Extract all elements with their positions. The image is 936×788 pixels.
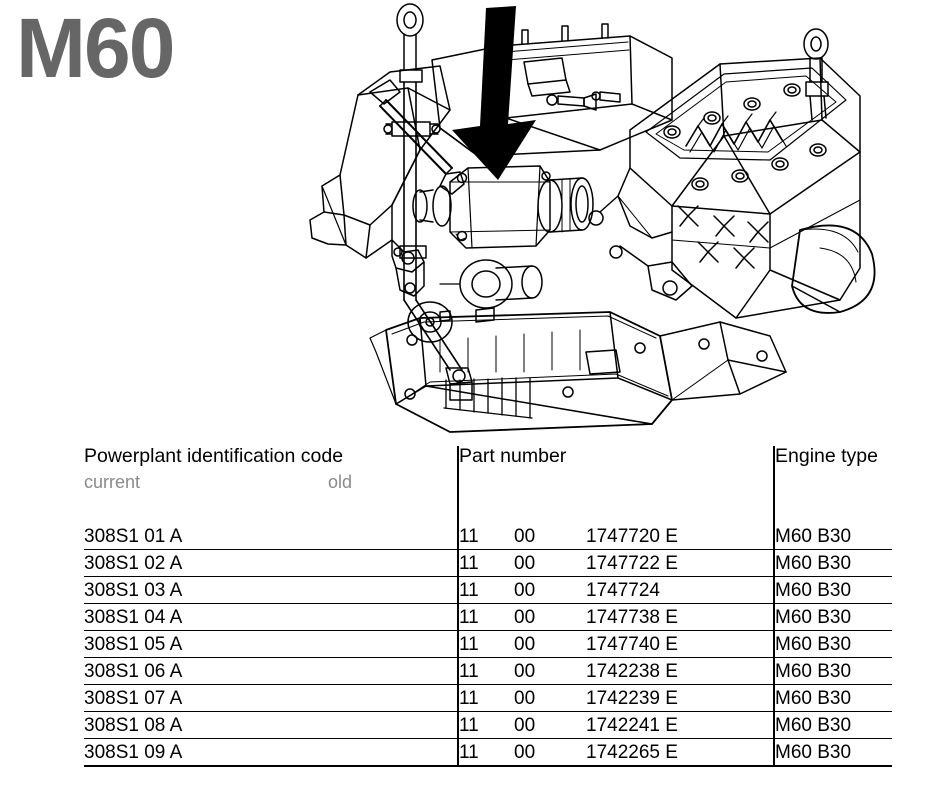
cell-part-number-detail: 1742265 E [586,738,774,768]
cell-engine-type: M60 B30 [773,684,892,713]
cell-powerplant-code: 308S1 09 A [84,738,458,768]
header-part-number: Part number [457,445,774,468]
cell-engine-type: M60 B30 [773,576,892,605]
cell-part-number-detail: 1747740 E [586,630,774,659]
cell-part-number-group: 11 [457,657,514,686]
engine-line-drawing-svg [309,3,876,433]
cell-part-number-subgroup: 00 [514,738,586,768]
cell-powerplant-code: 308S1 06 A [84,657,458,686]
cell-engine-type: M60 B30 [773,711,892,740]
cell-powerplant-code: 308S1 07 A [84,684,458,713]
cell-part-number-detail: 1742241 E [586,711,774,740]
cell-part-number-subgroup: 00 [514,684,586,713]
cell-part-number-detail: 1747722 E [586,549,774,578]
spacer-part [457,493,774,524]
cell-part-number-detail: 1747738 E [586,603,774,632]
spec-table-element: Powerplant identification code Part numb… [84,445,892,768]
cell-part-number-detail: 1742238 E [586,657,774,686]
cell-part-number-group: 11 [457,630,514,659]
cell-part-number-group: 11 [457,523,514,551]
cell-engine-type: M60 B30 [773,549,892,578]
cell-part-number-subgroup: 00 [514,630,586,659]
spacer-code [84,493,458,523]
cell-part-number-group: 11 [457,711,514,740]
header-spacer-row [84,493,892,524]
header-engine-type: Engine type [773,445,892,468]
cell-engine-type: M60 B30 [773,657,892,686]
cell-powerplant-code: 308S1 03 A [84,576,458,605]
header-powerplant-code: Powerplant identification code [84,445,344,467]
header-row-main: Powerplant identification code Part numb… [84,445,892,468]
cell-engine-type: M60 B30 [773,523,892,551]
cell-powerplant-code: 308S1 08 A [84,711,458,740]
cell-part-number-subgroup: 00 [514,711,586,740]
cell-part-number-detail: 1742239 E [586,684,774,713]
cell-part-number-group: 11 [457,684,514,713]
annotation-arrow-icon [452,6,536,180]
cell-powerplant-code: 308S1 04 A [84,603,458,632]
header-sub-current: current [84,472,141,493]
cell-powerplant-code: 308S1 02 A [84,549,458,578]
engine-illustration [300,0,900,440]
cell-engine-type: M60 B30 [773,738,892,768]
header-subrow-code-cell: current old [84,467,458,493]
cell-part-number-subgroup: 00 [514,603,586,632]
table-header: Powerplant identification code Part numb… [84,445,892,524]
header-row-sub: current old [84,467,892,494]
spacer-engine [773,493,892,524]
cell-part-number-group: 11 [457,549,514,578]
header-subrow-engine-cell [773,467,892,494]
cell-part-number-group: 11 [457,603,514,632]
cell-part-number-subgroup: 00 [514,576,586,605]
cell-part-number-group: 11 [457,576,514,605]
cell-part-number-detail: 1747720 E [586,523,774,551]
cell-engine-type: M60 B30 [773,603,892,632]
cell-part-number-subgroup: 00 [514,523,586,551]
cell-part-number-subgroup: 00 [514,657,586,686]
cell-part-number-subgroup: 00 [514,549,586,578]
cell-powerplant-code: 308S1 05 A [84,630,458,659]
header-sub-old: old [328,472,353,493]
cell-engine-type: M60 B30 [773,630,892,659]
powerplant-spec-table: Powerplant identification code Part numb… [84,445,892,768]
cell-powerplant-code: 308S1 01 A [84,523,458,551]
cell-part-number-group: 11 [457,738,514,768]
page-title: M60 [16,1,175,95]
cell-part-number-detail: 1747724 [586,576,774,605]
header-subrow-part-cell [457,467,774,494]
